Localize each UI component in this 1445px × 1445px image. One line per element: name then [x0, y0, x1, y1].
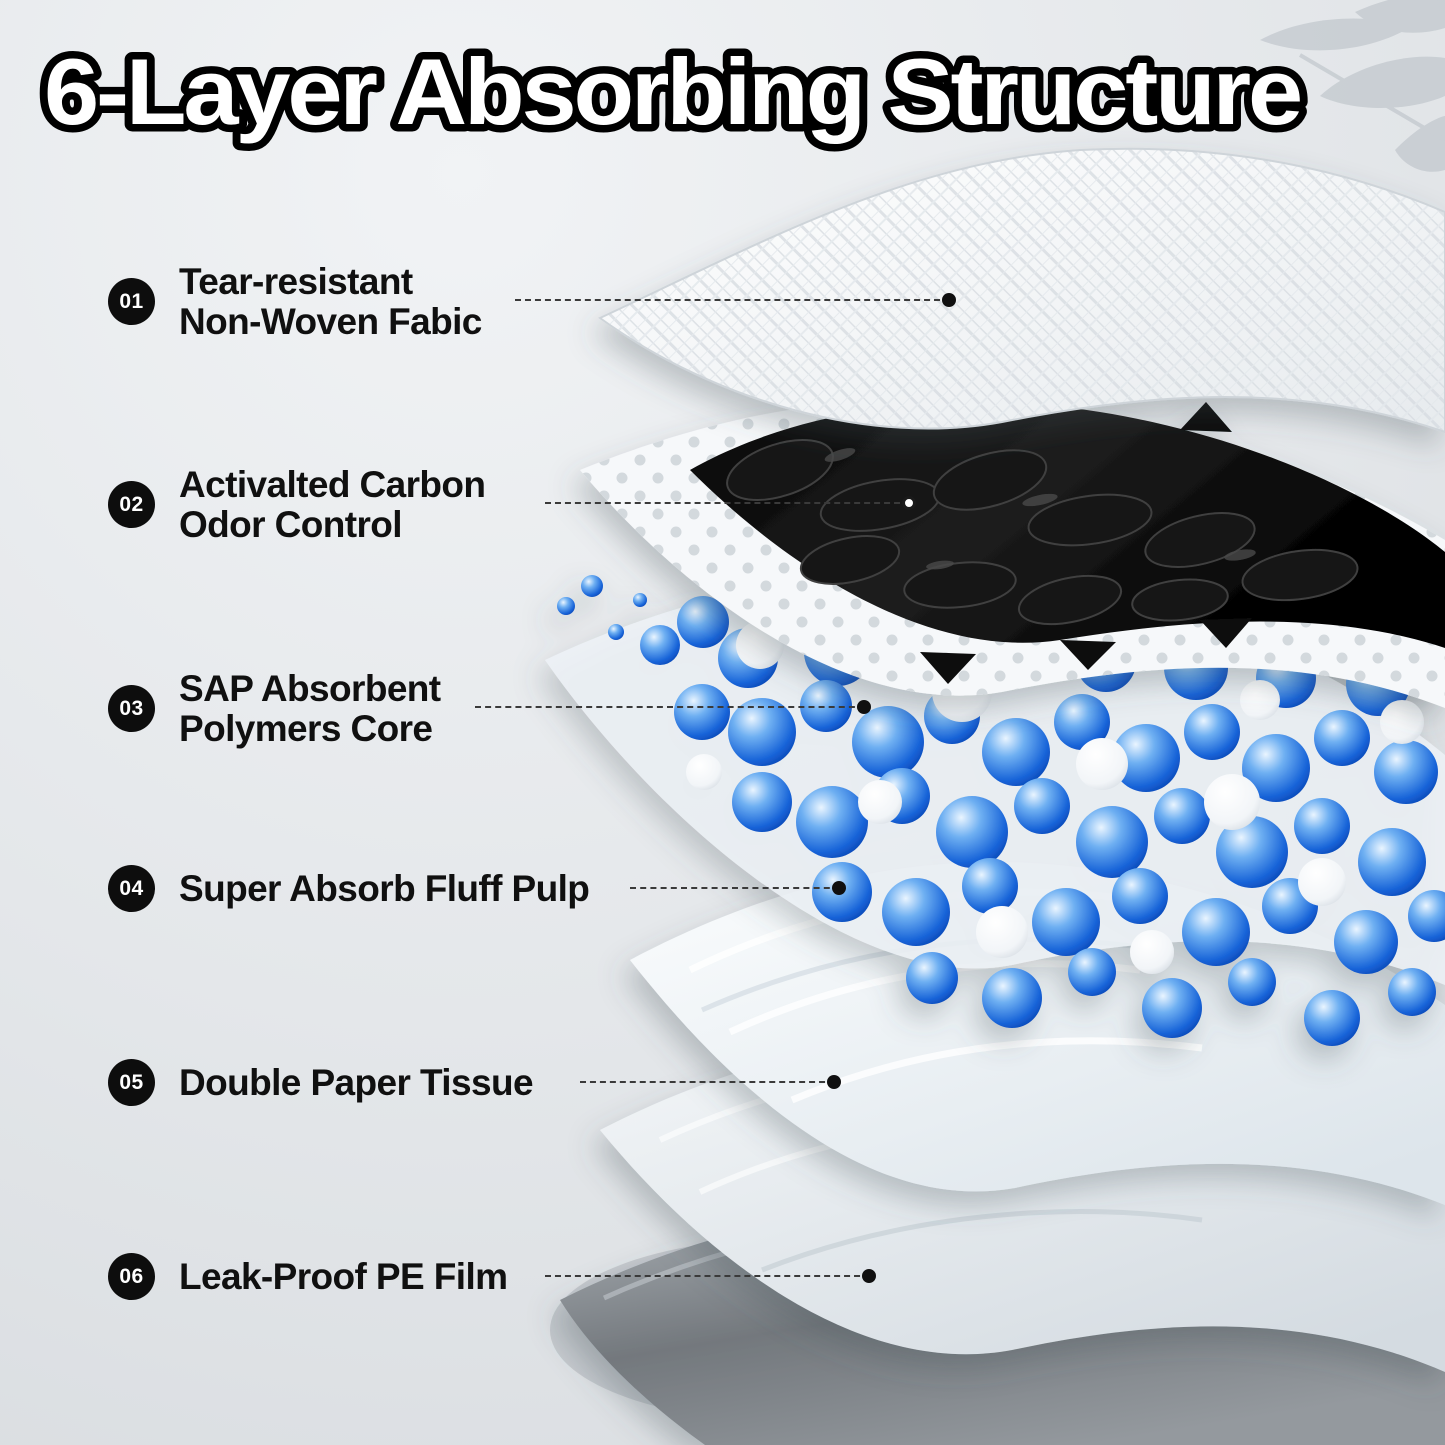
- nonwoven-fabric-layer-art: [598, 147, 1445, 434]
- layer-callout-06: 06 Leak-Proof PE Film: [108, 1253, 508, 1300]
- layer-callout-02: 02 Activalted Carbon Odor Control: [108, 464, 486, 545]
- layer-label-line: Odor Control: [179, 503, 403, 545]
- leader-line-01: [515, 293, 956, 307]
- carbon-chunks: [726, 438, 1359, 626]
- layer-callout-03: 03 SAP Absorbent Polymers Core: [108, 669, 441, 748]
- leader-dot-03: [857, 700, 871, 714]
- layer-number-badge-03: 03: [108, 685, 155, 733]
- bamboo-leaves-icon: [1260, 0, 1445, 172]
- layer-label-04: Super Absorb Fluff Pulp: [179, 867, 590, 909]
- layer-label-06: Leak-Proof PE Film: [179, 1255, 508, 1297]
- layer-number-badge-05: 05: [108, 1059, 155, 1106]
- layer-label-line: SAP Absorbent: [179, 668, 441, 709]
- layer-label-05: Double Paper Tissue: [179, 1061, 534, 1103]
- page-title: 6-Layer Absorbing Structure: [44, 39, 1301, 144]
- layer-number-badge-01: 01: [108, 278, 155, 326]
- leader-dot-04: [832, 881, 846, 895]
- leader-line-05: [580, 1075, 841, 1089]
- layer-label-line: Super Absorb Fluff Pulp: [179, 867, 590, 909]
- layer-number-badge-02: 02: [108, 481, 155, 529]
- layer-label-03: SAP Absorbent Polymers Core: [179, 669, 441, 748]
- layer-callout-05: 05 Double Paper Tissue: [108, 1059, 534, 1106]
- layer-label-line: Leak-Proof PE Film: [179, 1255, 508, 1297]
- layer-label-line: Double Paper Tissue: [179, 1061, 534, 1103]
- layer-callout-01: 01 Tear-resistant Non-Woven Fabic: [108, 262, 482, 341]
- leader-dot-06: [862, 1269, 876, 1283]
- leader-dot-01: [942, 293, 956, 307]
- layer-label-line: Non-Woven Fabic: [179, 300, 482, 342]
- leader-line-02: [545, 496, 916, 510]
- layer-label-line: Tear-resistant: [179, 261, 413, 302]
- leader-line-04: [630, 881, 846, 895]
- title-banner: 6-Layer Absorbing Structure: [37, 32, 1312, 152]
- carbon-highlights: [824, 448, 1256, 570]
- layer-label-line: Activalted Carbon: [179, 464, 486, 505]
- layer-number-badge-04: 04: [108, 865, 155, 912]
- leader-line-03: [475, 700, 871, 714]
- sap-polymer-layer-art: [545, 571, 1445, 1046]
- carbon-layer-art: [580, 372, 1445, 708]
- leader-dot-02: [902, 496, 916, 510]
- layer-label-line: Polymers Core: [179, 707, 433, 749]
- layer-callout-04: 04 Super Absorb Fluff Pulp: [108, 865, 590, 912]
- leader-line-06: [545, 1269, 876, 1283]
- leader-dot-05: [827, 1075, 841, 1089]
- layer-number-badge-06: 06: [108, 1253, 155, 1300]
- layer-label-01: Tear-resistant Non-Woven Fabic: [179, 262, 482, 341]
- layer-label-02: Activalted Carbon Odor Control: [179, 464, 486, 545]
